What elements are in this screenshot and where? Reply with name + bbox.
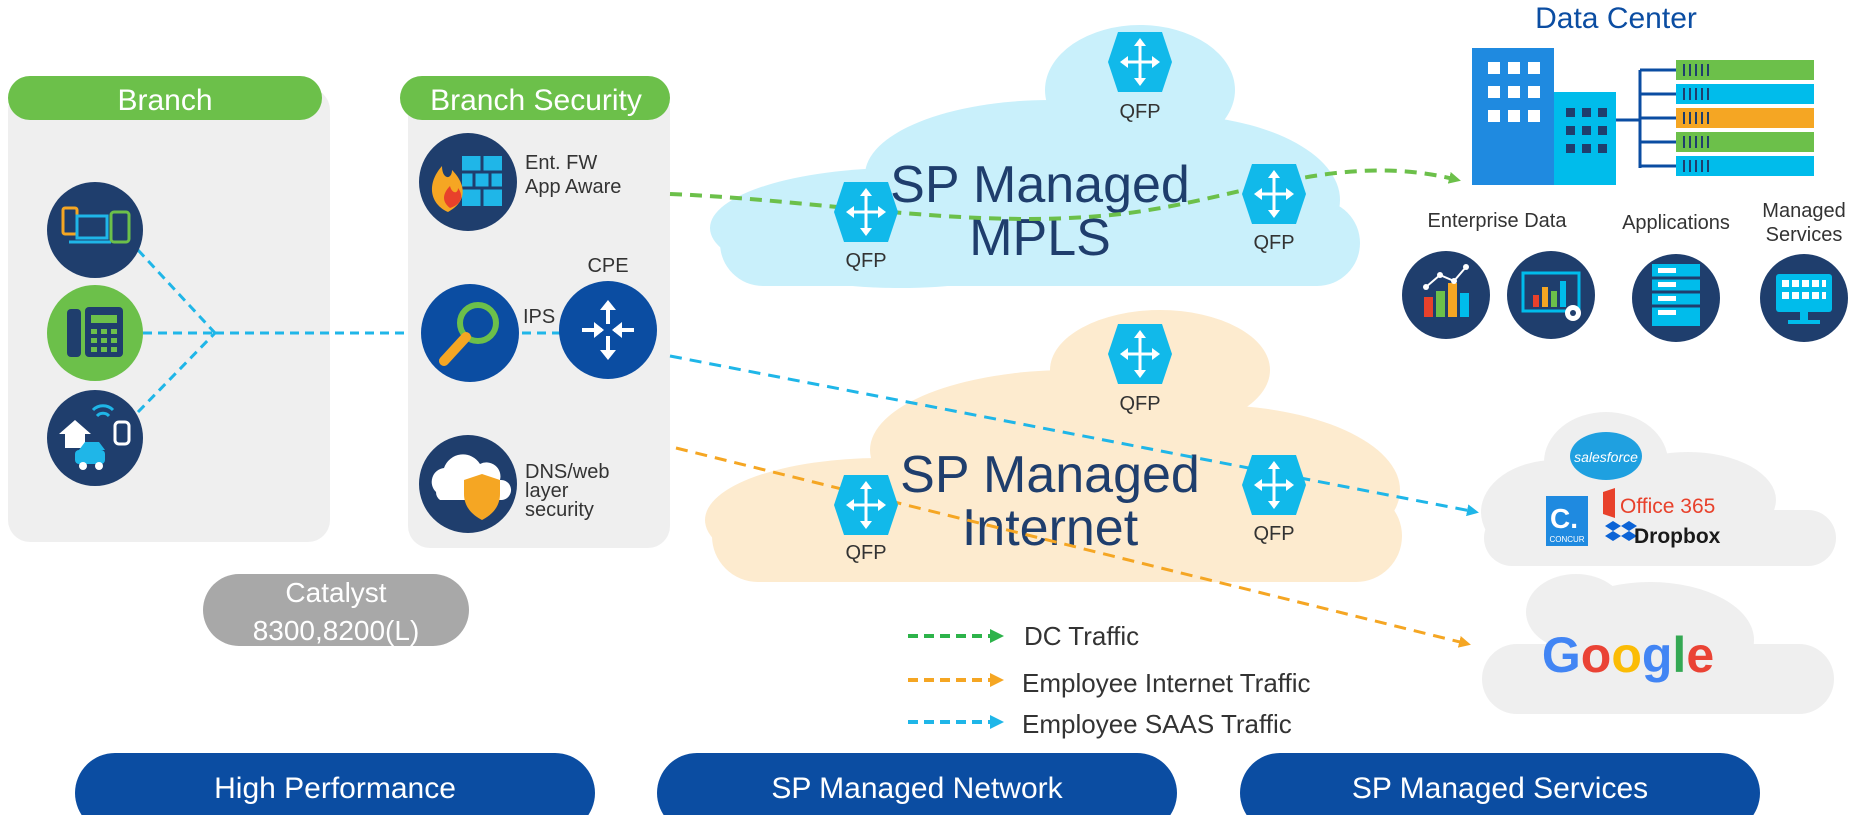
legend-saas-label: Employee SAAS Traffic xyxy=(1022,709,1292,739)
cpe-router-icon xyxy=(559,281,657,379)
footer-high-performance-label: High Performance xyxy=(214,772,456,805)
managed-services-label-1: Managed xyxy=(1762,200,1845,222)
firewall-label-2: App Aware xyxy=(525,176,621,198)
qfp-label: QFP xyxy=(845,542,886,564)
managed-services-monitor-icon xyxy=(1760,254,1848,342)
application-server-icon xyxy=(1632,254,1720,342)
footer-sp-managed-network-label: SP Managed Network xyxy=(771,772,1063,805)
internet-title-line-2: Internet xyxy=(962,499,1139,557)
qfp-node-icon xyxy=(832,473,900,537)
header-fragment: ces xyxy=(150,0,209,3)
qfp-label: QFP xyxy=(845,250,886,272)
footer-high-performance: High Performance xyxy=(75,753,595,815)
concur-logo: C. CONCUR xyxy=(1546,496,1588,546)
office365-logo-text: Office 365 xyxy=(1620,495,1715,518)
enterprise-data-label: Enterprise Data xyxy=(1428,210,1568,232)
smart-home-icon xyxy=(47,390,143,486)
firewall-icon xyxy=(419,133,517,231)
qfp-node-icon xyxy=(1240,162,1308,226)
internet-cloud xyxy=(705,310,1402,582)
data-center-title: Data Center xyxy=(1535,2,1697,35)
dashboard-monitor-icon xyxy=(1507,251,1595,339)
data-center-building-icon xyxy=(1472,48,1814,185)
google-cloud xyxy=(1482,574,1834,714)
phone-icon xyxy=(47,285,143,381)
dropbox-logo-text: Dropbox xyxy=(1634,525,1721,548)
branch-title: Branch xyxy=(117,84,212,117)
catalyst-line-2: 8300,8200(L) xyxy=(253,615,420,646)
dc-traffic-flow xyxy=(669,168,1461,221)
qfp-label: QFP xyxy=(1119,101,1160,123)
google-logo: Google xyxy=(1542,627,1714,683)
legend: DC Traffic Employee Internet Traffic Emp… xyxy=(908,621,1311,739)
footer-sp-managed-services-label: SP Managed Services xyxy=(1352,772,1648,805)
office365-logo: Office 365 xyxy=(1603,488,1715,518)
analytics-chart-icon xyxy=(1402,251,1490,339)
internet-traffic-flow xyxy=(675,446,1471,648)
qfp-label: QFP xyxy=(1119,393,1160,415)
qfp-node-icon xyxy=(832,180,900,244)
qfp-label: QFP xyxy=(1253,232,1294,254)
saas-cloud xyxy=(1481,412,1836,566)
catalyst-line-1: Catalyst xyxy=(285,577,386,608)
dns-label-3: security xyxy=(525,499,594,521)
catalyst-badge: Catalyst 8300,8200(L) xyxy=(203,574,469,646)
ips-search-icon xyxy=(421,284,519,382)
ips-label: IPS xyxy=(523,306,555,328)
svg-text:C.: C. xyxy=(1550,503,1578,534)
salesforce-logo: salesforce xyxy=(1570,432,1642,480)
firewall-label-1: Ent. FW xyxy=(525,152,597,174)
qfp-node-icon xyxy=(1106,30,1174,94)
internet-title-line-1: SP Managed xyxy=(900,446,1200,504)
branch-links xyxy=(136,248,420,414)
legend-dc-label: DC Traffic xyxy=(1024,621,1139,651)
branch-title-pill xyxy=(8,76,322,120)
dns-label-1: DNS/web xyxy=(525,461,609,483)
devices-icon xyxy=(47,182,143,278)
dns-security-icon xyxy=(419,435,517,533)
cpe-label: CPE xyxy=(587,255,628,277)
dns-label-2: layer xyxy=(525,480,569,502)
applications-label: Applications xyxy=(1622,212,1730,234)
qfp-label: QFP xyxy=(1253,523,1294,545)
branch-security-title: Branch Security xyxy=(430,84,642,117)
qfp-node-icon xyxy=(1106,322,1174,386)
saas-traffic-flow xyxy=(669,354,1479,517)
footer-sp-managed-network: SP Managed Network xyxy=(657,753,1177,815)
footer-sp-managed-services: SP Managed Services xyxy=(1240,753,1760,815)
managed-services-label-2: Services xyxy=(1766,224,1843,246)
mpls-title-line-1: SP Managed xyxy=(890,156,1190,214)
branch-security-title-pill xyxy=(400,76,670,120)
legend-internet-label: Employee Internet Traffic xyxy=(1022,668,1311,698)
concur-logo-text: CONCUR xyxy=(1549,535,1584,544)
salesforce-logo-text: salesforce xyxy=(1574,449,1638,465)
qfp-node-icon xyxy=(1240,453,1308,517)
dropbox-logo: Dropbox xyxy=(1605,521,1721,548)
